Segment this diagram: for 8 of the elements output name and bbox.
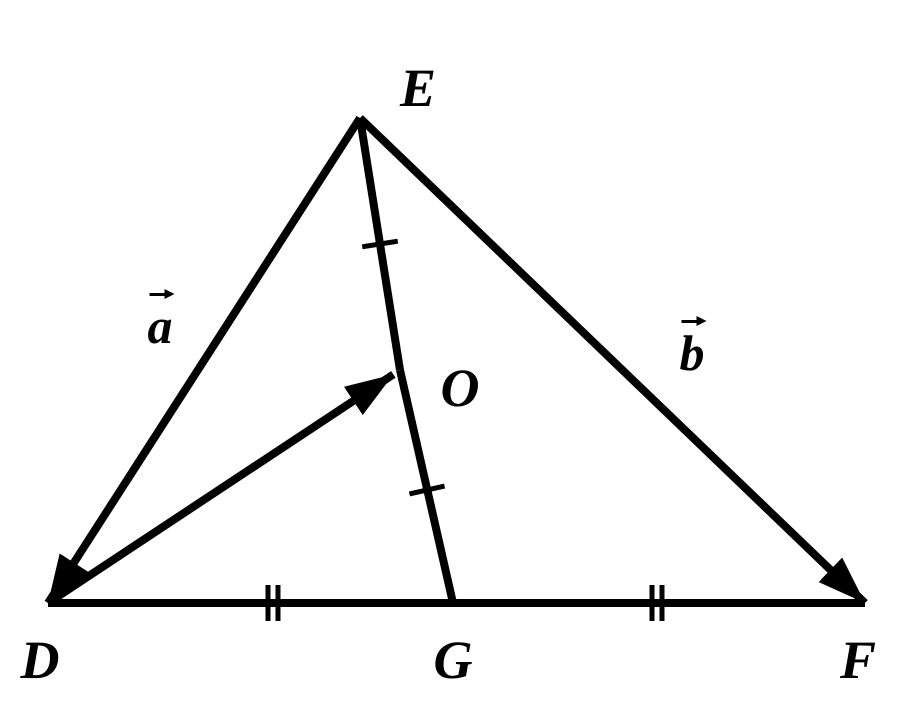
point-label: D (20, 633, 60, 687)
point-label: G (434, 633, 472, 687)
line-segment (48, 599, 453, 607)
point-label: F (840, 633, 876, 687)
line-segment (453, 599, 865, 607)
line-segment (356, 117, 404, 371)
point-label: E (400, 61, 436, 115)
point-label: O (440, 361, 480, 415)
